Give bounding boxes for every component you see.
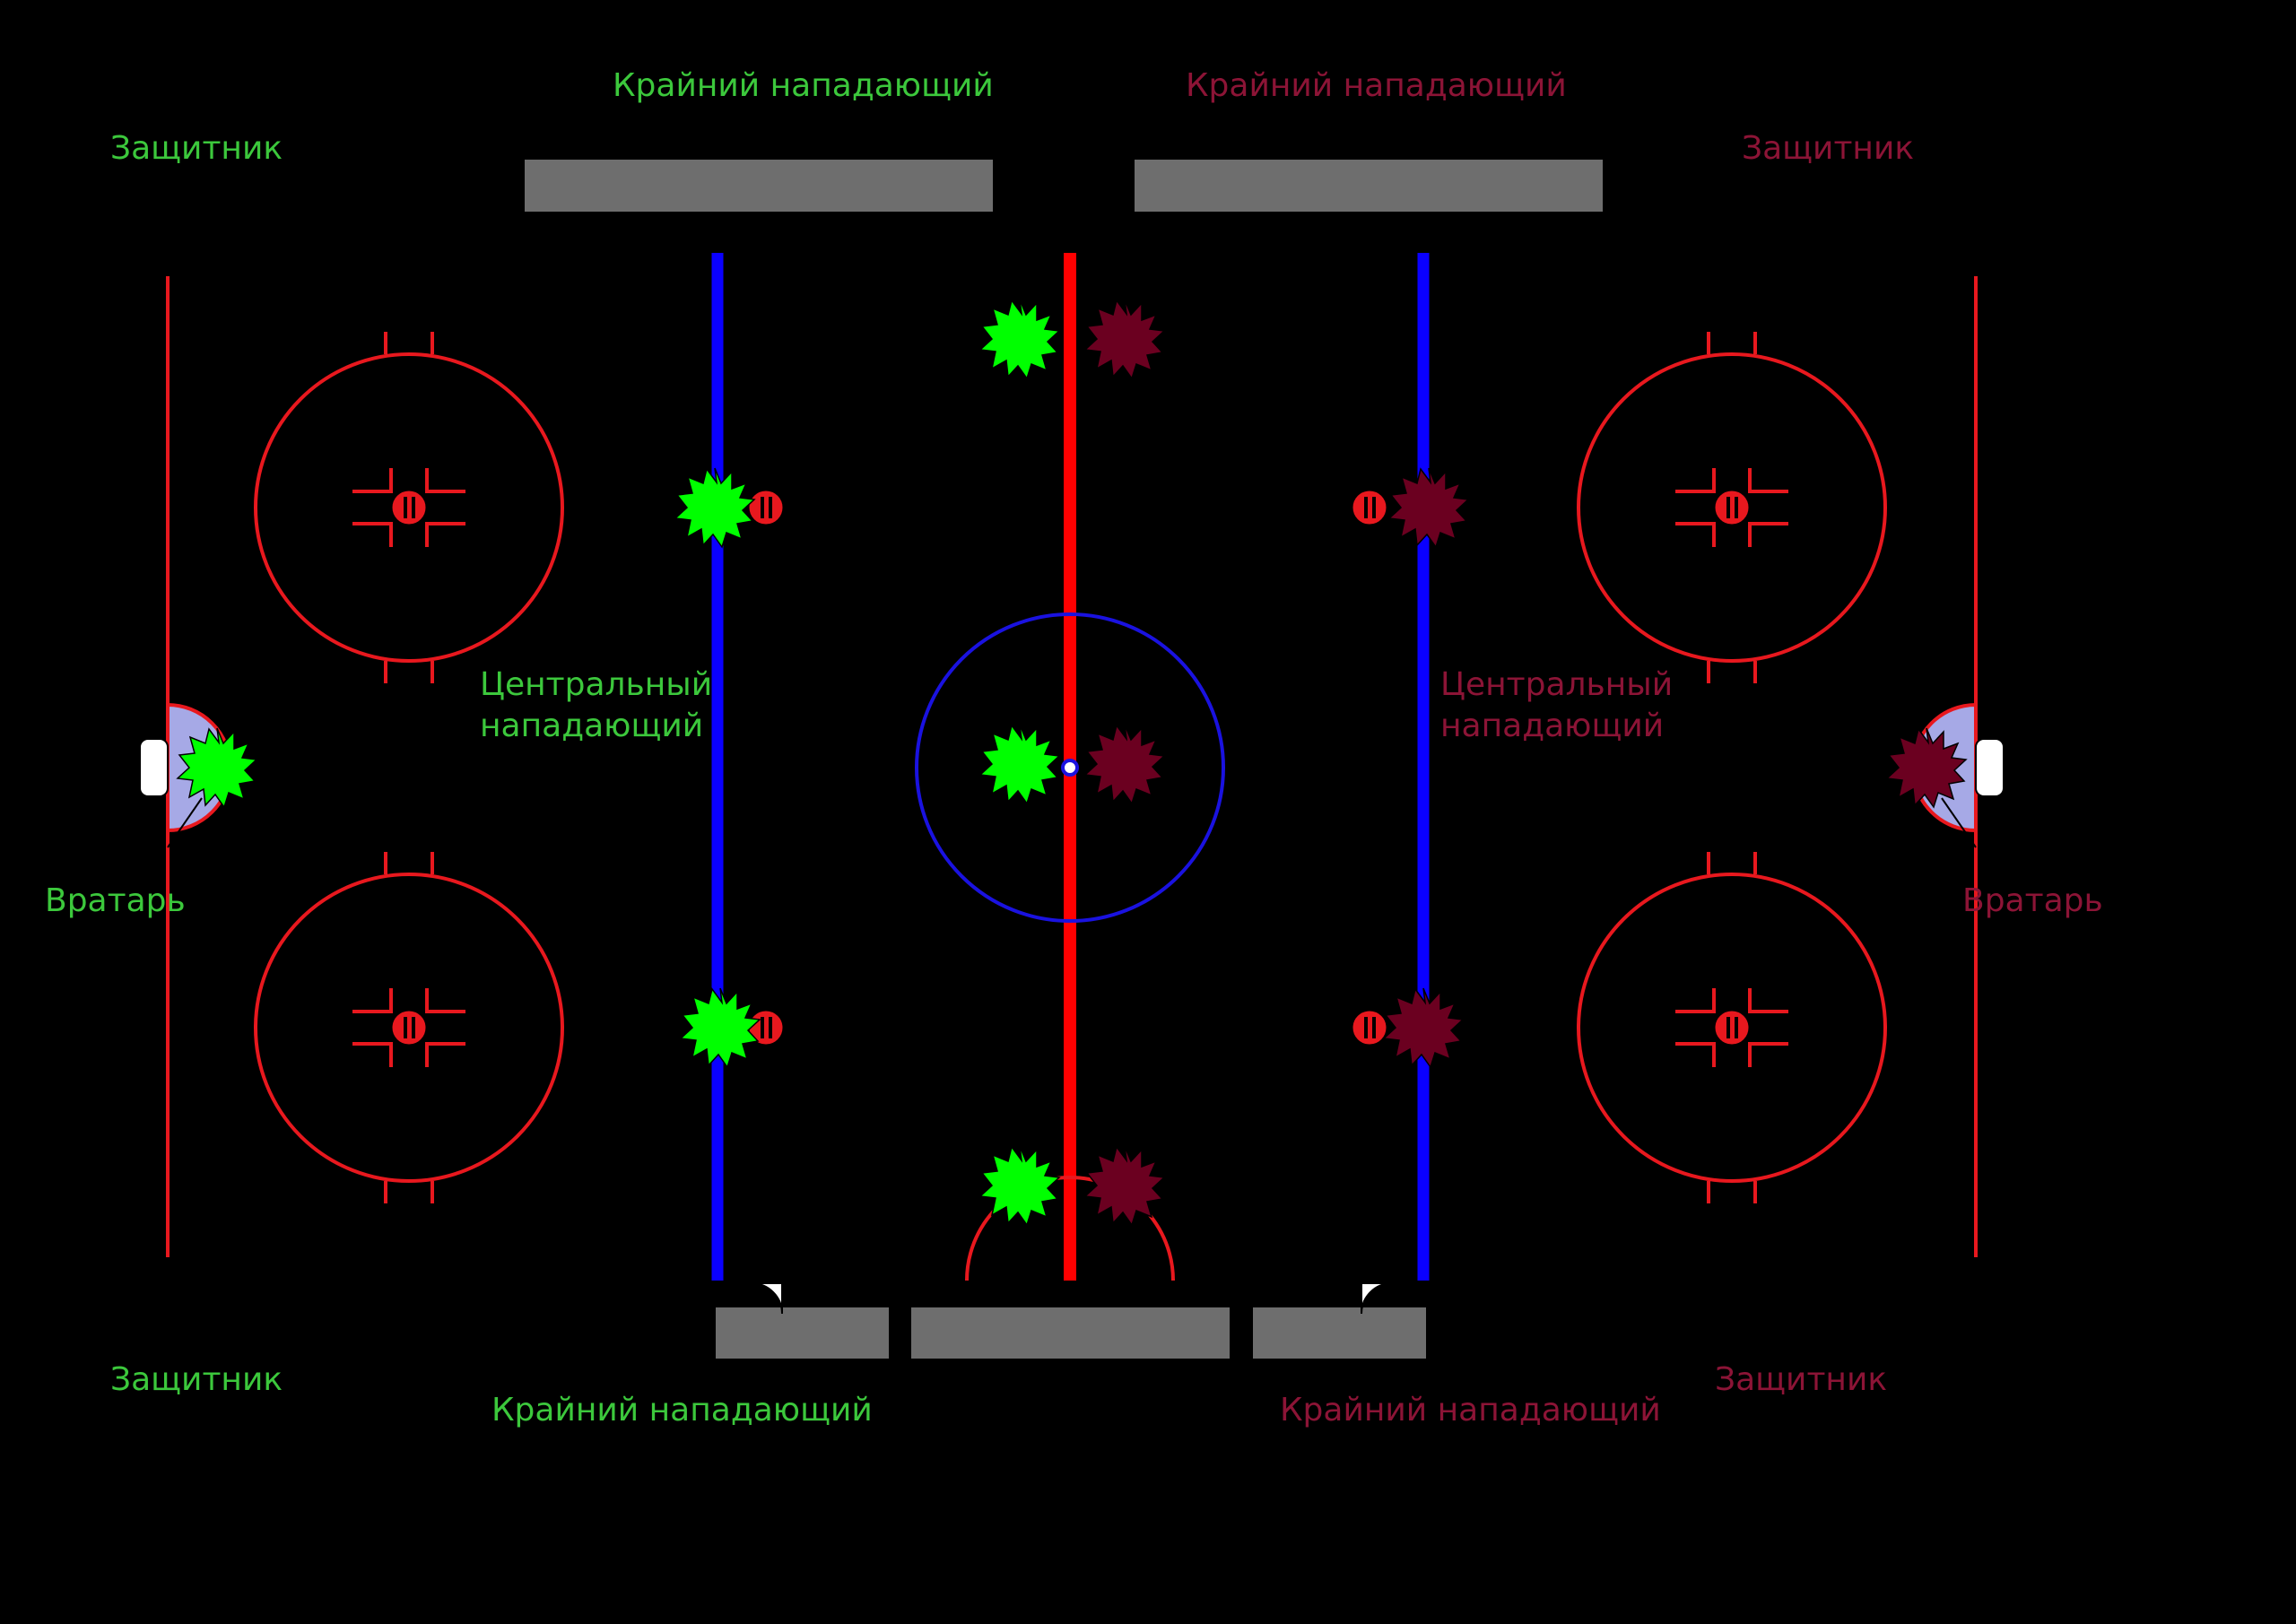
player-red-defense-bottom: [1383, 987, 1464, 1068]
faceoff-circle-left-top: [254, 332, 564, 683]
faceoff-circle-right-bottom: [1577, 852, 1887, 1203]
goal-net-left: [139, 738, 169, 797]
player-green-wing-bottom: [979, 1145, 1060, 1226]
label-red-center-line2: нападающий: [1440, 708, 1664, 744]
label-red-wing-bottom: Крайний нападающий: [1280, 1392, 1661, 1429]
faceoff-circle-right-top: [1577, 332, 1887, 683]
referee-crease: [965, 1176, 1175, 1281]
label-green-center-line1: Центральный: [480, 666, 712, 703]
label-red-goalie: Вратарь: [1962, 882, 2103, 919]
goalie-stick-right: [1941, 797, 1977, 848]
faceoff-dot-icon: [1352, 491, 1387, 525]
player-red-wing-top: [1084, 299, 1165, 379]
center-circle: [915, 612, 1225, 923]
faceoff-dot-icon: [392, 1011, 426, 1045]
faceoff-dot-icon: [1352, 1011, 1387, 1045]
player-red-center: [1084, 724, 1165, 804]
player-green-defense-bottom: [680, 987, 761, 1068]
label-red-defense-bottom: Защитник: [1715, 1361, 1887, 1398]
label-red-defense-top: Защитник: [1742, 130, 1914, 167]
player-red-wing-bottom: [1084, 1145, 1165, 1226]
penalty-box-right: [1253, 1307, 1426, 1359]
faceoff-dot-icon: [1715, 491, 1749, 525]
faceoff-circle-left-bottom: [254, 852, 564, 1203]
bench-top-right: [1135, 160, 1603, 212]
center-faceoff-dot: [1061, 759, 1079, 777]
scorekeeper-box: [911, 1307, 1230, 1359]
door-left: [751, 1282, 783, 1315]
label-green-center-line2: нападающий: [480, 708, 703, 744]
label-green-goalie: Вратарь: [45, 882, 186, 919]
goalie-stick-left: [167, 797, 203, 848]
player-red-defense-top: [1388, 467, 1469, 548]
faceoff-dot-icon: [392, 491, 426, 525]
player-green-defense-top: [674, 467, 755, 548]
player-green-wing-top: [979, 299, 1060, 379]
label-green-wing-top: Крайний нападающий: [613, 67, 994, 104]
faceoff-dot-icon: [1715, 1011, 1749, 1045]
player-green-center: [979, 724, 1060, 804]
label-green-center: Центральный нападающий: [480, 666, 723, 744]
label-red-center-line1: Центральный: [1440, 666, 1673, 703]
label-green-defense-bottom: Защитник: [110, 1361, 283, 1398]
goal-net-right: [1975, 738, 2005, 797]
label-red-wing-top: Крайний нападающий: [1186, 67, 1567, 104]
label-red-center: Центральный нападающий: [1440, 666, 1683, 744]
bench-top-left: [525, 160, 993, 212]
label-green-defense-top: Защитник: [110, 130, 283, 167]
penalty-box-left: [716, 1307, 889, 1359]
faceoff-dot-icon: [749, 491, 783, 525]
label-green-wing-bottom: Крайний нападающий: [491, 1392, 873, 1429]
door-right: [1361, 1282, 1393, 1315]
